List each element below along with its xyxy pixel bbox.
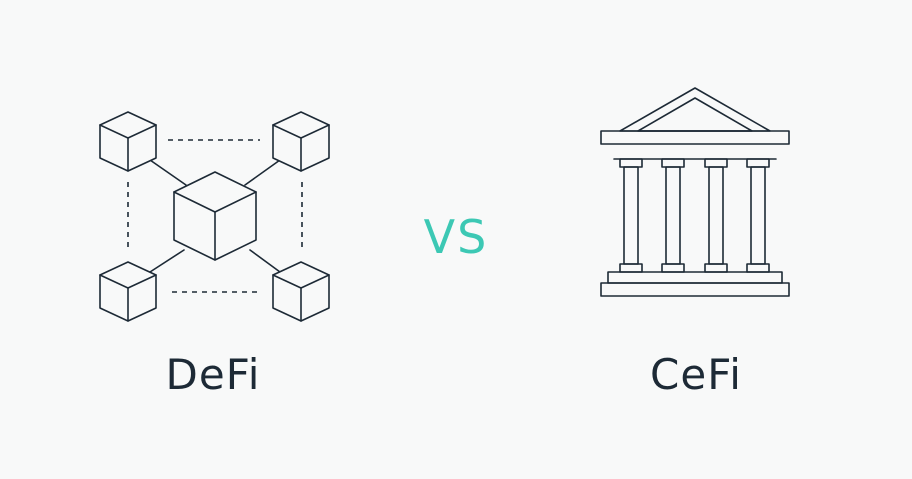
defi-label: DeFi <box>165 350 261 399</box>
roof-inner <box>637 97 753 132</box>
column-3 <box>704 158 728 273</box>
vs-label: VS <box>423 210 489 264</box>
cube-icon-center <box>173 171 257 261</box>
link-top-left <box>149 159 187 186</box>
link-bottom-right <box>249 249 281 273</box>
link-bottom-left <box>149 249 185 273</box>
column-4 <box>746 158 770 273</box>
cefi-label: CeFi <box>650 350 742 399</box>
decentralized-network-icon <box>99 111 330 322</box>
roof-outer <box>619 87 771 132</box>
entablature <box>600 130 790 145</box>
upper-step <box>607 271 783 284</box>
column-2 <box>661 158 685 273</box>
column-1 <box>619 158 643 273</box>
bank-building-icon <box>600 87 790 297</box>
cube-icon-bottom-right <box>272 261 330 322</box>
link-top-right <box>244 159 281 186</box>
cube-icon-top-left <box>99 111 157 172</box>
cube-icon-bottom-left <box>99 261 157 322</box>
cube-icon-top-right <box>272 111 330 172</box>
lower-step <box>600 282 790 297</box>
